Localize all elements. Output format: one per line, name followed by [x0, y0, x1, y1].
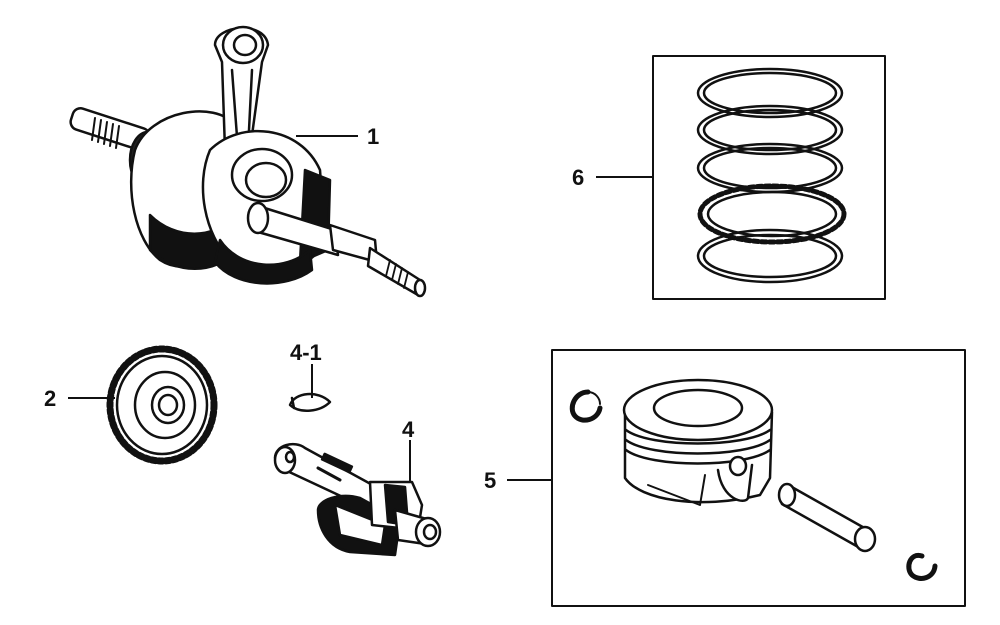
- piston-set-part: [551, 349, 966, 607]
- piston-rings-part: [652, 55, 886, 300]
- callout-5: 5: [484, 468, 496, 493]
- callout-1: 1: [367, 124, 379, 149]
- piston-rings-frame: [652, 55, 886, 300]
- piston-set-frame: [551, 349, 966, 607]
- gear-part: [106, 345, 218, 465]
- callout-4-1: 4-1: [290, 340, 322, 365]
- crankshaft-assembly: [69, 25, 427, 298]
- callout-6: 6: [572, 165, 584, 190]
- callout-2: 2: [44, 386, 56, 411]
- callout-4: 4: [402, 417, 415, 442]
- leader-lines: [68, 135, 653, 482]
- spline-right: [385, 259, 409, 289]
- woodruff-key-part: [288, 392, 332, 412]
- balancer-shaft-part: [273, 442, 442, 557]
- spline-left: [91, 117, 120, 149]
